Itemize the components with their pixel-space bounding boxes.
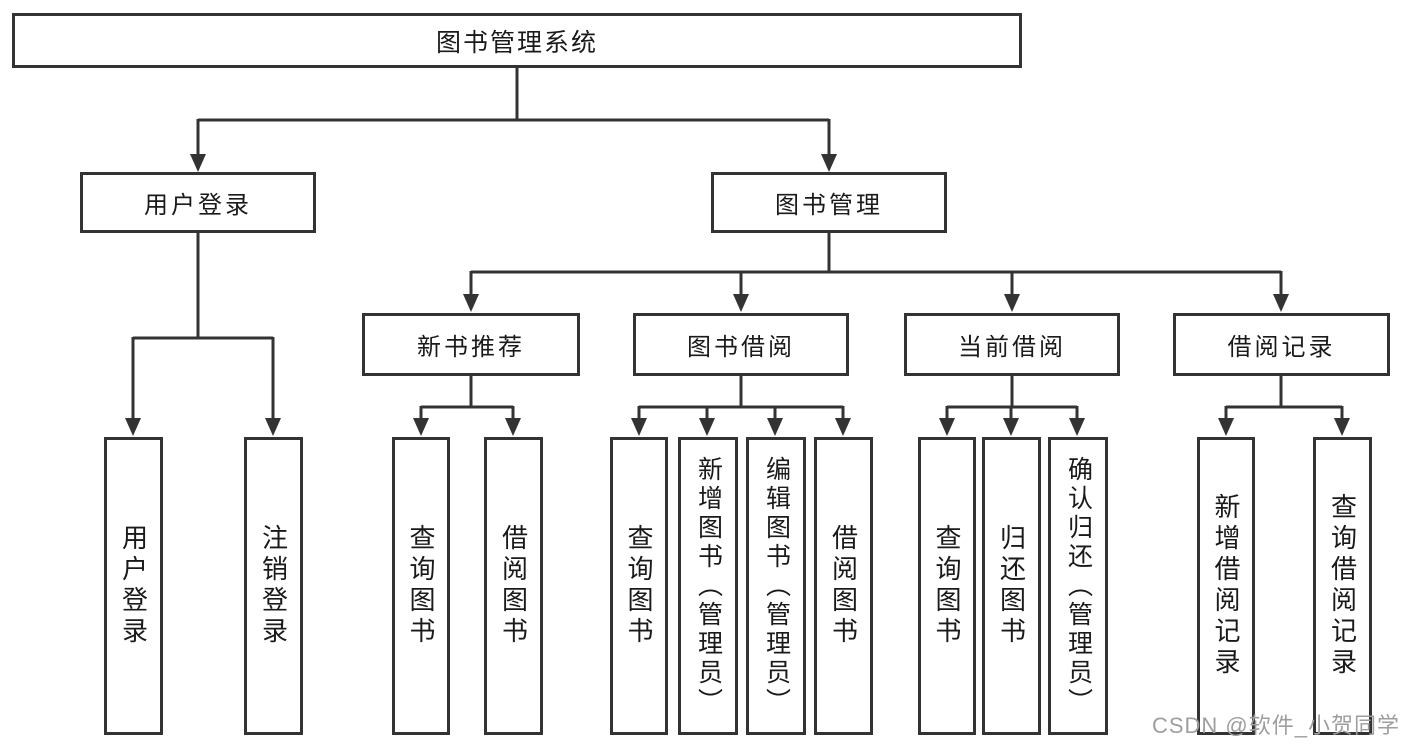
edge-user-login-to-leaves: [125, 233, 281, 436]
arrowhead: [125, 418, 141, 436]
arrowhead: [835, 418, 851, 436]
leaf-add-borrow-record: 新增借阅记录: [1197, 437, 1255, 735]
leaf-return-books: 归还图书: [982, 437, 1041, 735]
arrowhead: [821, 154, 837, 172]
edge-book-management-to-level3: [463, 233, 1289, 312]
arrowhead: [631, 418, 647, 436]
node-book-management-system: 图书管理系统: [12, 13, 1022, 68]
arrowhead: [733, 294, 749, 312]
leaf-add-book-admin: 新增图书（管理员）: [678, 437, 738, 735]
edge-book-borrowing-to-leaves: [631, 376, 851, 436]
edge-borrowing-records-to-leaves: [1218, 376, 1350, 436]
leaf-edit-book-admin: 编辑图书（管理员）: [746, 437, 806, 735]
arrowhead: [699, 418, 715, 436]
leaf-logout: 注销登录: [244, 437, 303, 735]
node-book-management: 图书管理: [711, 172, 947, 233]
arrowhead: [1218, 418, 1234, 436]
leaf-query-books-recommend: 查询图书: [392, 437, 450, 735]
edge-current-borrowing-to-leaves: [939, 376, 1085, 436]
arrowhead: [265, 418, 281, 436]
arrowhead: [1273, 294, 1289, 312]
node-book-borrowing: 图书借阅: [633, 313, 849, 376]
arrowhead: [413, 418, 429, 436]
edge-new-book-recommend-to-leaves: [413, 376, 521, 436]
csdn-watermark: CSDN @软件_小贺同学: [1151, 713, 1400, 738]
leaf-user-login: 用户登录: [104, 437, 163, 735]
arrowhead: [939, 418, 955, 436]
arrowhead: [1069, 418, 1085, 436]
arrowhead: [1004, 294, 1020, 312]
edge-root-to-level2: [190, 67, 837, 172]
leaf-confirm-return-admin: 确认归还（管理员）: [1048, 437, 1108, 735]
node-borrowing-records: 借阅记录: [1173, 313, 1390, 376]
arrowhead: [463, 294, 479, 312]
node-user-login: 用户登录: [80, 172, 316, 233]
leaf-query-books-borrowing: 查询图书: [610, 437, 668, 735]
leaf-query-books-current: 查询图书: [918, 437, 976, 735]
arrowhead: [1003, 418, 1019, 436]
leaf-query-borrow-record: 查询借阅记录: [1313, 437, 1372, 735]
node-current-borrowing: 当前借阅: [904, 313, 1120, 376]
arrowhead: [190, 154, 206, 172]
node-new-book-recommend: 新书推荐: [362, 313, 580, 376]
arrowhead: [505, 418, 521, 436]
arrowhead: [1334, 418, 1350, 436]
leaf-borrow-books-borrowing: 借阅图书: [814, 437, 873, 735]
arrowhead: [767, 418, 783, 436]
leaf-borrow-books-recommend: 借阅图书: [484, 437, 543, 735]
